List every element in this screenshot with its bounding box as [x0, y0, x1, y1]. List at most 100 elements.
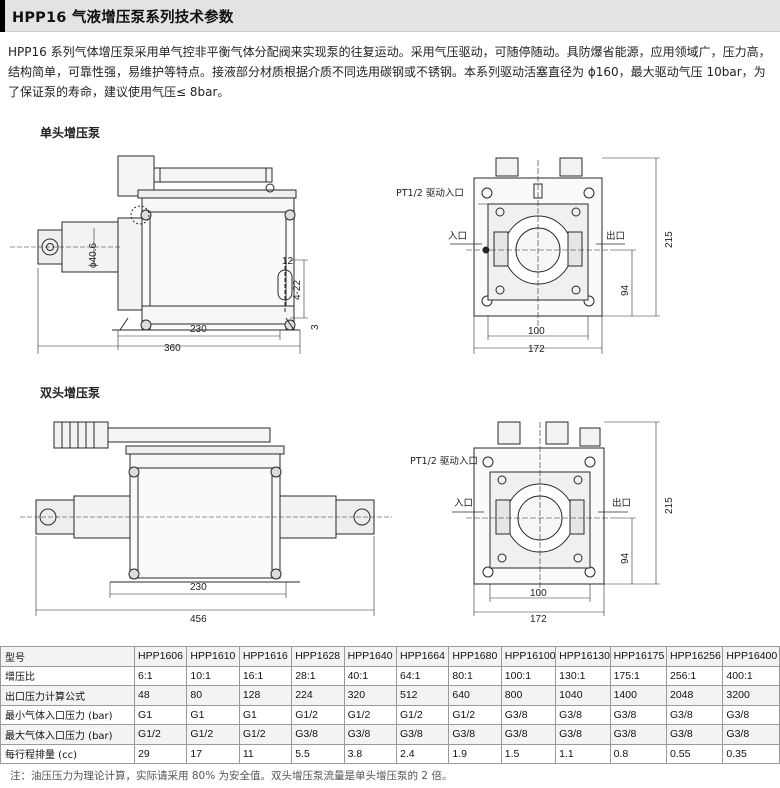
table-cell: 80 — [186, 685, 240, 706]
table-cell: 224 — [291, 685, 345, 706]
table-cell: 1400 — [609, 685, 668, 706]
row-header: 每行程排量 (cc) — [0, 743, 136, 764]
table-cell: 1.1 — [555, 743, 611, 764]
double-dim-230: 230 — [190, 582, 207, 593]
table-cell: 1.9 — [448, 743, 502, 764]
table-cell: G1 — [186, 704, 240, 725]
table-cell: 100:1 — [500, 665, 557, 686]
table-cell: HPP16100 — [500, 646, 557, 667]
table-cell: G1/2 — [343, 704, 397, 725]
table-cell: G1/2 — [134, 724, 188, 745]
double-dim-215: 215 — [664, 497, 675, 514]
table-cell: HPP1680 — [448, 646, 502, 667]
table-cell: G1/2 — [291, 704, 345, 725]
table-cell: G3/8 — [722, 724, 780, 745]
table-cell: G3/8 — [500, 704, 557, 725]
row-header: 增压比 — [0, 665, 136, 686]
table-cell: 256:1 — [665, 665, 724, 686]
table-cell: HPP16256 — [665, 646, 724, 667]
double-outlet-label: 出口 — [612, 497, 631, 509]
table-cell: G3/8 — [500, 724, 557, 745]
table-cell: G3/8 — [722, 704, 780, 725]
table-cell: 29 — [134, 743, 188, 764]
table-cell: 28:1 — [291, 665, 345, 686]
double-inlet-label: 入口 — [454, 498, 473, 509]
table-cell: G3/8 — [609, 724, 668, 745]
single-dim-172: 172 — [528, 344, 545, 355]
double-dim-172: 172 — [530, 614, 547, 625]
single-dim-360: 360 — [164, 343, 181, 354]
table-cell: HPP1640 — [343, 646, 397, 667]
single-dim-94: 94 — [620, 284, 631, 296]
table-cell: 3.8 — [343, 743, 397, 764]
double-dim-100: 100 — [530, 588, 547, 599]
table-cell: HPP1664 — [395, 646, 450, 667]
table-cell: G1/2 — [395, 704, 450, 725]
single-dim-100: 100 — [528, 326, 545, 337]
table-cell: 130:1 — [555, 665, 611, 686]
table-cell: HPP1610 — [186, 646, 240, 667]
table-cell: G1/2 — [186, 724, 240, 745]
table-cell: 800 — [500, 685, 557, 706]
row-header: 最大气体入口压力 (bar) — [0, 724, 136, 745]
table-cell: 40:1 — [343, 665, 397, 686]
row-header: 出口压力计算公式 — [0, 685, 136, 706]
double-side-view — [20, 421, 392, 616]
single-outlet-label: 出口 — [606, 230, 625, 242]
table-cell: 48 — [134, 685, 188, 706]
table-cell: 400:1 — [722, 665, 780, 686]
table-cell: HPP1606 — [134, 646, 188, 667]
table-cell: 2048 — [665, 685, 724, 706]
table-cell: 512 — [395, 685, 450, 706]
table-cell: G3/8 — [609, 704, 668, 725]
table-cell: HPP1628 — [291, 646, 345, 667]
double-dim-94: 94 — [620, 552, 631, 564]
table-cell: G3/8 — [291, 724, 345, 745]
table-cell: 128 — [238, 685, 293, 706]
single-dim-3: 3 — [310, 324, 321, 330]
row-header: 最小气体入口压力 (bar) — [0, 704, 136, 725]
single-dim-12: 12 — [282, 256, 294, 267]
single-dim-4-22: 4-22 — [292, 280, 303, 300]
table-cell: 17 — [186, 743, 240, 764]
single-head-pump-drawing: 230 360 ϕ40.6 12 4-22 3 — [10, 155, 675, 355]
table-cell: G3/8 — [555, 724, 611, 745]
table-cell: 10:1 — [186, 665, 240, 686]
table-cell: G3/8 — [555, 704, 611, 725]
table-cell: 1.5 — [500, 743, 557, 764]
table-cell: G3/8 — [665, 704, 724, 725]
page-title: HPP16 气液增压泵系列技术参数 — [12, 10, 234, 26]
table-cell: 320 — [343, 685, 397, 706]
single-head-pump-heading: 单头增压泵 — [40, 126, 101, 140]
single-dim-215: 215 — [664, 231, 675, 248]
double-front-view — [452, 421, 660, 616]
table-cell: G3/8 — [448, 724, 502, 745]
table-cell: G3/8 — [395, 724, 450, 745]
table-cell: 175:1 — [609, 665, 668, 686]
table-cell: HPP16175 — [609, 646, 668, 667]
table-cell: 3200 — [722, 685, 780, 706]
table-cell: G1 — [134, 704, 188, 725]
table-cell: HPP16400 — [722, 646, 780, 667]
table-cell: 5.5 — [291, 743, 345, 764]
table-cell: G1/2 — [448, 704, 502, 725]
double-head-pump-drawing: 230 456 PT1/2 驱动入口 入口 出口 — [20, 421, 675, 625]
table-cell: 0.35 — [722, 743, 780, 764]
table-cell: G1/2 — [238, 724, 293, 745]
row-header: 型号 — [0, 646, 136, 667]
footnote: 注：油压压力为理论计算，实际请采用 80% 为安全值。双头增压泵流量是单头增压泵… — [10, 770, 453, 782]
double-head-pump-heading: 双头增压泵 — [40, 386, 101, 400]
table-cell: HPP1616 — [238, 646, 293, 667]
table-cell: G1 — [238, 704, 293, 725]
table-cell: 80:1 — [448, 665, 502, 686]
table-cell: 2.4 — [395, 743, 450, 764]
table-cell: G3/8 — [343, 724, 397, 745]
header-accent-bar — [0, 0, 5, 32]
table-cell: 11 — [238, 743, 293, 764]
single-front-view — [450, 157, 660, 354]
